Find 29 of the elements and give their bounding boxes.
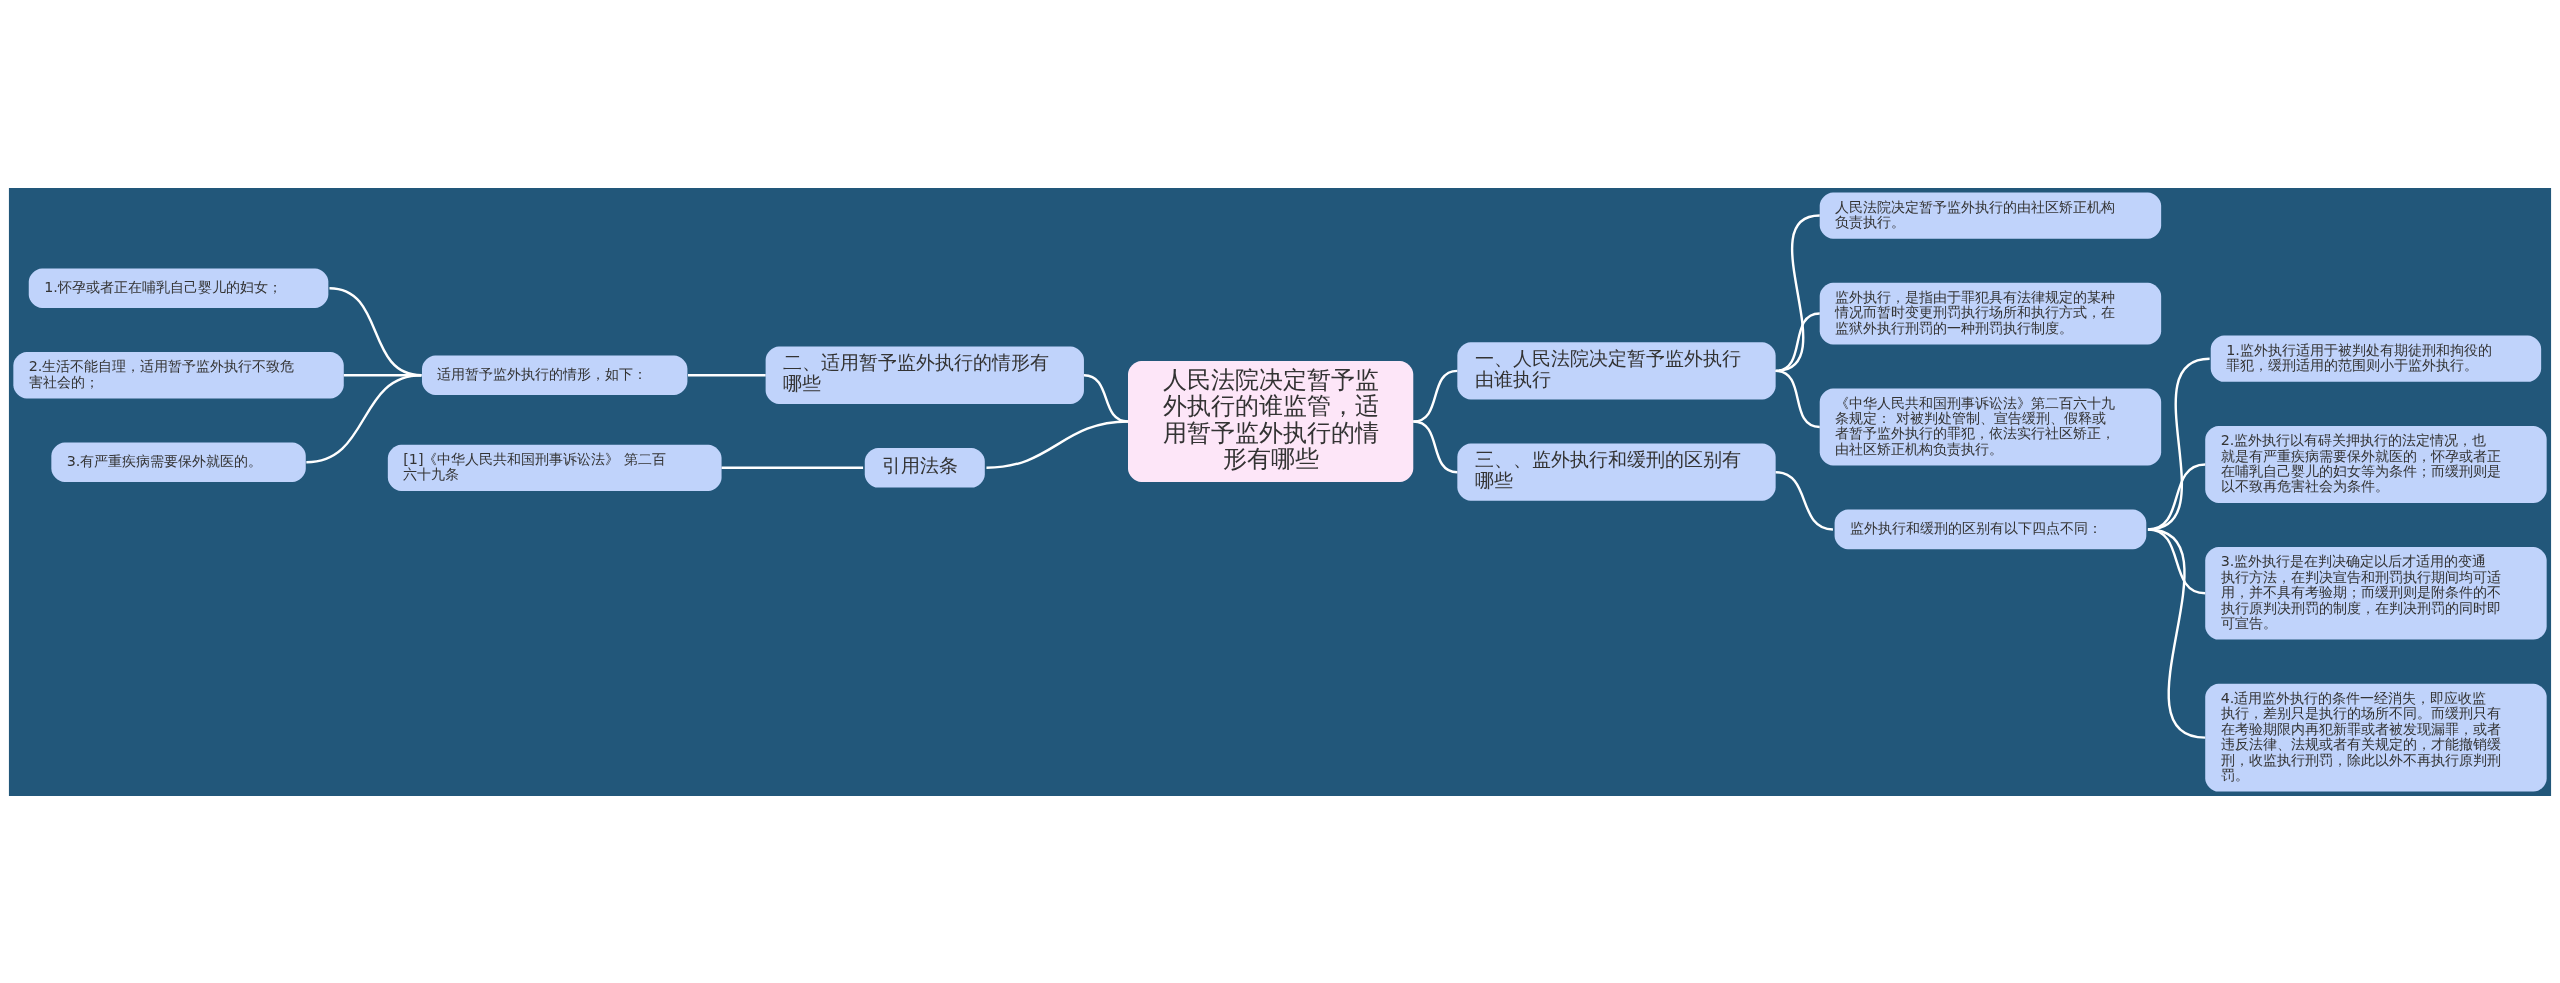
connector (1413, 419, 1458, 473)
node-box: [1]《中华人民共和国刑事诉讼法》 第二百六十九条 (387, 444, 722, 491)
node-box: 《中华人民共和国刑事诉讼法》第二百六十九条规定： 对被判处管制、宣告缓刑、假释或者暂予监外执行的罪犯，依法实行社区矫正，由社区矫正机构负责执行。 (1819, 387, 2162, 466)
node-box: 人民法院决定暂予监外执行的谁监管，适用暂予监外执行的情形有哪些 (1128, 360, 1414, 482)
connector (1413, 369, 1458, 423)
connector (986, 419, 1129, 469)
connector (721, 466, 864, 469)
connector (1775, 470, 1834, 531)
node-box: 1.怀孕或者正在哺乳自己婴儿的妇女； (28, 267, 329, 308)
node-box: 3.有严重疾病需要保外就医的。 (51, 441, 306, 482)
connector (2147, 527, 2206, 739)
node-box: 4.适用监外执行的条件一经消失，即应收监执行，差别只是执行的场所不同。而缓刑只有在考验期限内再犯新罪或者被发现漏罪，或者违反法律、法规或者有关规定的，才能撤销缓刑，收监执行刑罚，除此以外不再执行原判刑罚。 (2205, 683, 2547, 792)
connector (1775, 369, 1820, 428)
node-box: 适用暂予监外执行的情形，如下： (421, 354, 688, 395)
node-box: 一、人民法院决定暂予监外执行由谁执行 (1457, 341, 1776, 399)
node-box: 2.生活不能自理，适用暂予监外执行不致危害社会的； (13, 351, 344, 398)
node-box: 2.监外执行以有碍关押执行的法定情况，也就是有严重疾病需要保外就医的，怀孕或者正在哺乳自己婴儿的妇女等为条件；而缓刑则是以不致再危害社会为条件。 (2205, 425, 2547, 503)
node-box: 三、、监外执行和缓刑的区别有哪些 (1457, 443, 1776, 501)
connector (687, 373, 766, 376)
connector (306, 373, 422, 463)
connector (1775, 311, 1820, 372)
node-box: 3.监外执行是在判决确定以后才适用的变通执行方法，在判决宣告和刑罚执行期间均可适用，并不具有考验期；而缓刑则是附条件的不执行原判决刑罚的制度，在判决刑罚的同时即可宣告。 (2205, 546, 2547, 640)
node-box: 监外执行和缓刑的区别有以下四点不同： (1834, 509, 2147, 549)
connector (1775, 213, 1820, 372)
node-box: 引用法条 (864, 447, 985, 488)
node-box: 二、适用暂予监外执行的情形有哪些 (765, 346, 1084, 404)
node-box: 监外执行，是指由于罪犯具有法律规定的某种情况而暂时变更刑罚执行场所和执行方式，在监狱外执行刑罚的一种刑罚执行制度。 (1819, 282, 2162, 344)
node-box: 1.监外执行适用于被判处有期徒刑和拘役的罪犯，缓刑适用的范围则小于监外执行。 (2210, 335, 2542, 382)
node-box: 人民法院决定暂予监外执行的由社区矫正机构负责执行。 (1819, 191, 2162, 239)
